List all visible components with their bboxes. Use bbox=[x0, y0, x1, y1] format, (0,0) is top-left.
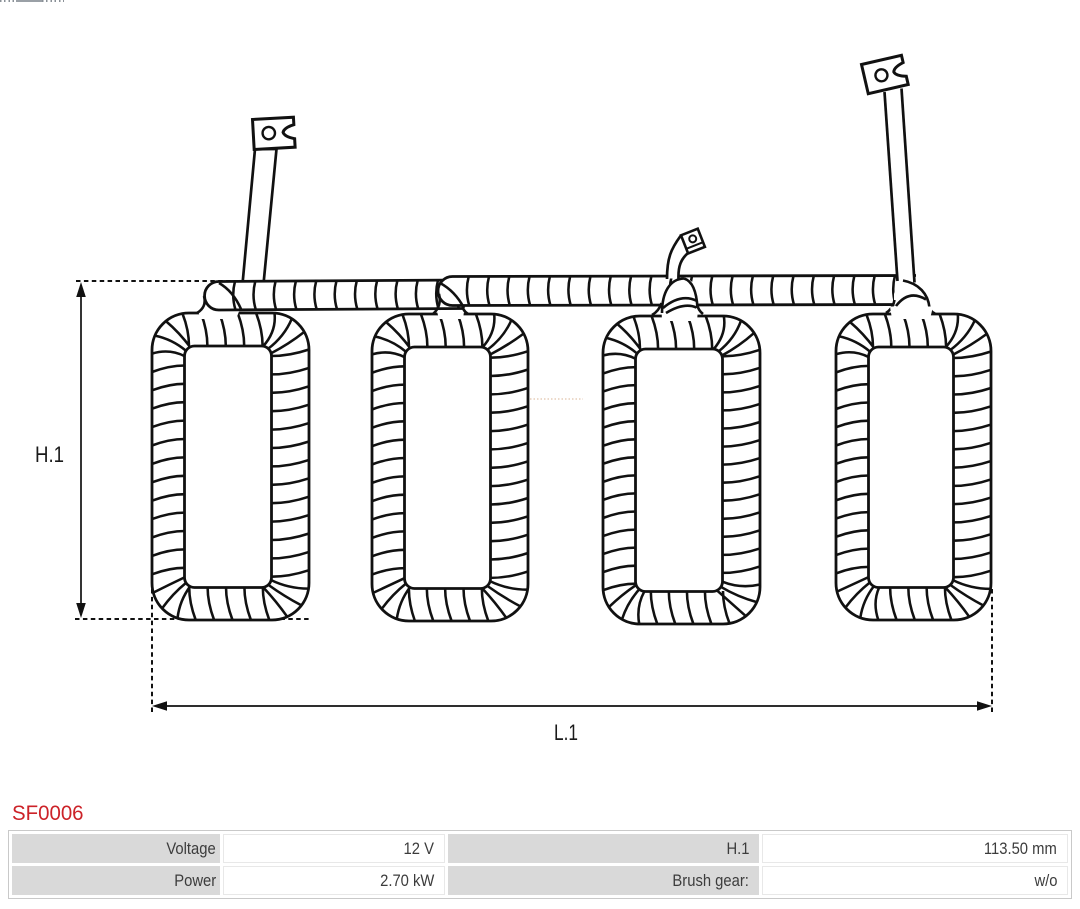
svg-text:H.1: H.1 bbox=[35, 442, 64, 467]
svg-text:L.1: L.1 bbox=[554, 720, 578, 745]
